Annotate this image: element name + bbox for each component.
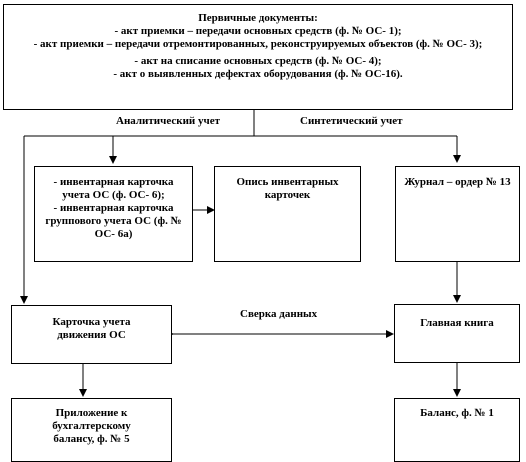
- inventory-card-item: - инвентарная карточка учета ОС (ф. ОС- …: [53, 176, 174, 201]
- inventory-card-item: - инвентарная карточка группового учета …: [45, 202, 182, 240]
- synthetic-accounting-label: Синтетический учет: [300, 115, 403, 127]
- movement-card-box: Карточка учета движения ОС: [11, 305, 172, 364]
- appendix-box: Приложение к бухгалтерскому балансу, ф. …: [11, 398, 172, 462]
- balance-box: Баланс, ф. № 1: [394, 398, 520, 462]
- inventory-list-box: Опись инвентарных карточек: [214, 166, 361, 262]
- primary-doc-item: - акт на списание основных средств (ф. №…: [134, 55, 382, 67]
- general-ledger-text: Главная книга: [420, 317, 494, 329]
- primary-doc-item: - акт приемки – передачи основных средст…: [114, 25, 402, 37]
- journal-order-text: Журнал – ордер № 13: [404, 176, 511, 188]
- movement-card-text: Карточка учета движения ОС: [52, 316, 131, 341]
- inventory-list-text: Опись инвентарных карточек: [236, 176, 339, 201]
- primary-doc-item: - акт о выявленных дефектах оборудования…: [113, 68, 403, 80]
- primary-doc-item: - акт приемки – передачи отремонтированн…: [33, 38, 483, 50]
- journal-order-box: Журнал – ордер № 13: [395, 166, 520, 262]
- inventory-cards-box: - инвентарная карточка учета ОС (ф. ОС- …: [34, 166, 193, 262]
- analytic-accounting-label: Аналитический учет: [116, 115, 220, 127]
- appendix-text: Приложение к бухгалтерскому балансу, ф. …: [52, 407, 131, 445]
- primary-documents-title: Первичные документы:: [198, 12, 318, 24]
- general-ledger-box: Главная книга: [394, 304, 520, 363]
- primary-documents-box: Первичные документы: - акт приемки – пер…: [3, 4, 513, 110]
- balance-text: Баланс, ф. № 1: [420, 407, 494, 419]
- data-reconciliation-label: Сверка данных: [240, 308, 318, 320]
